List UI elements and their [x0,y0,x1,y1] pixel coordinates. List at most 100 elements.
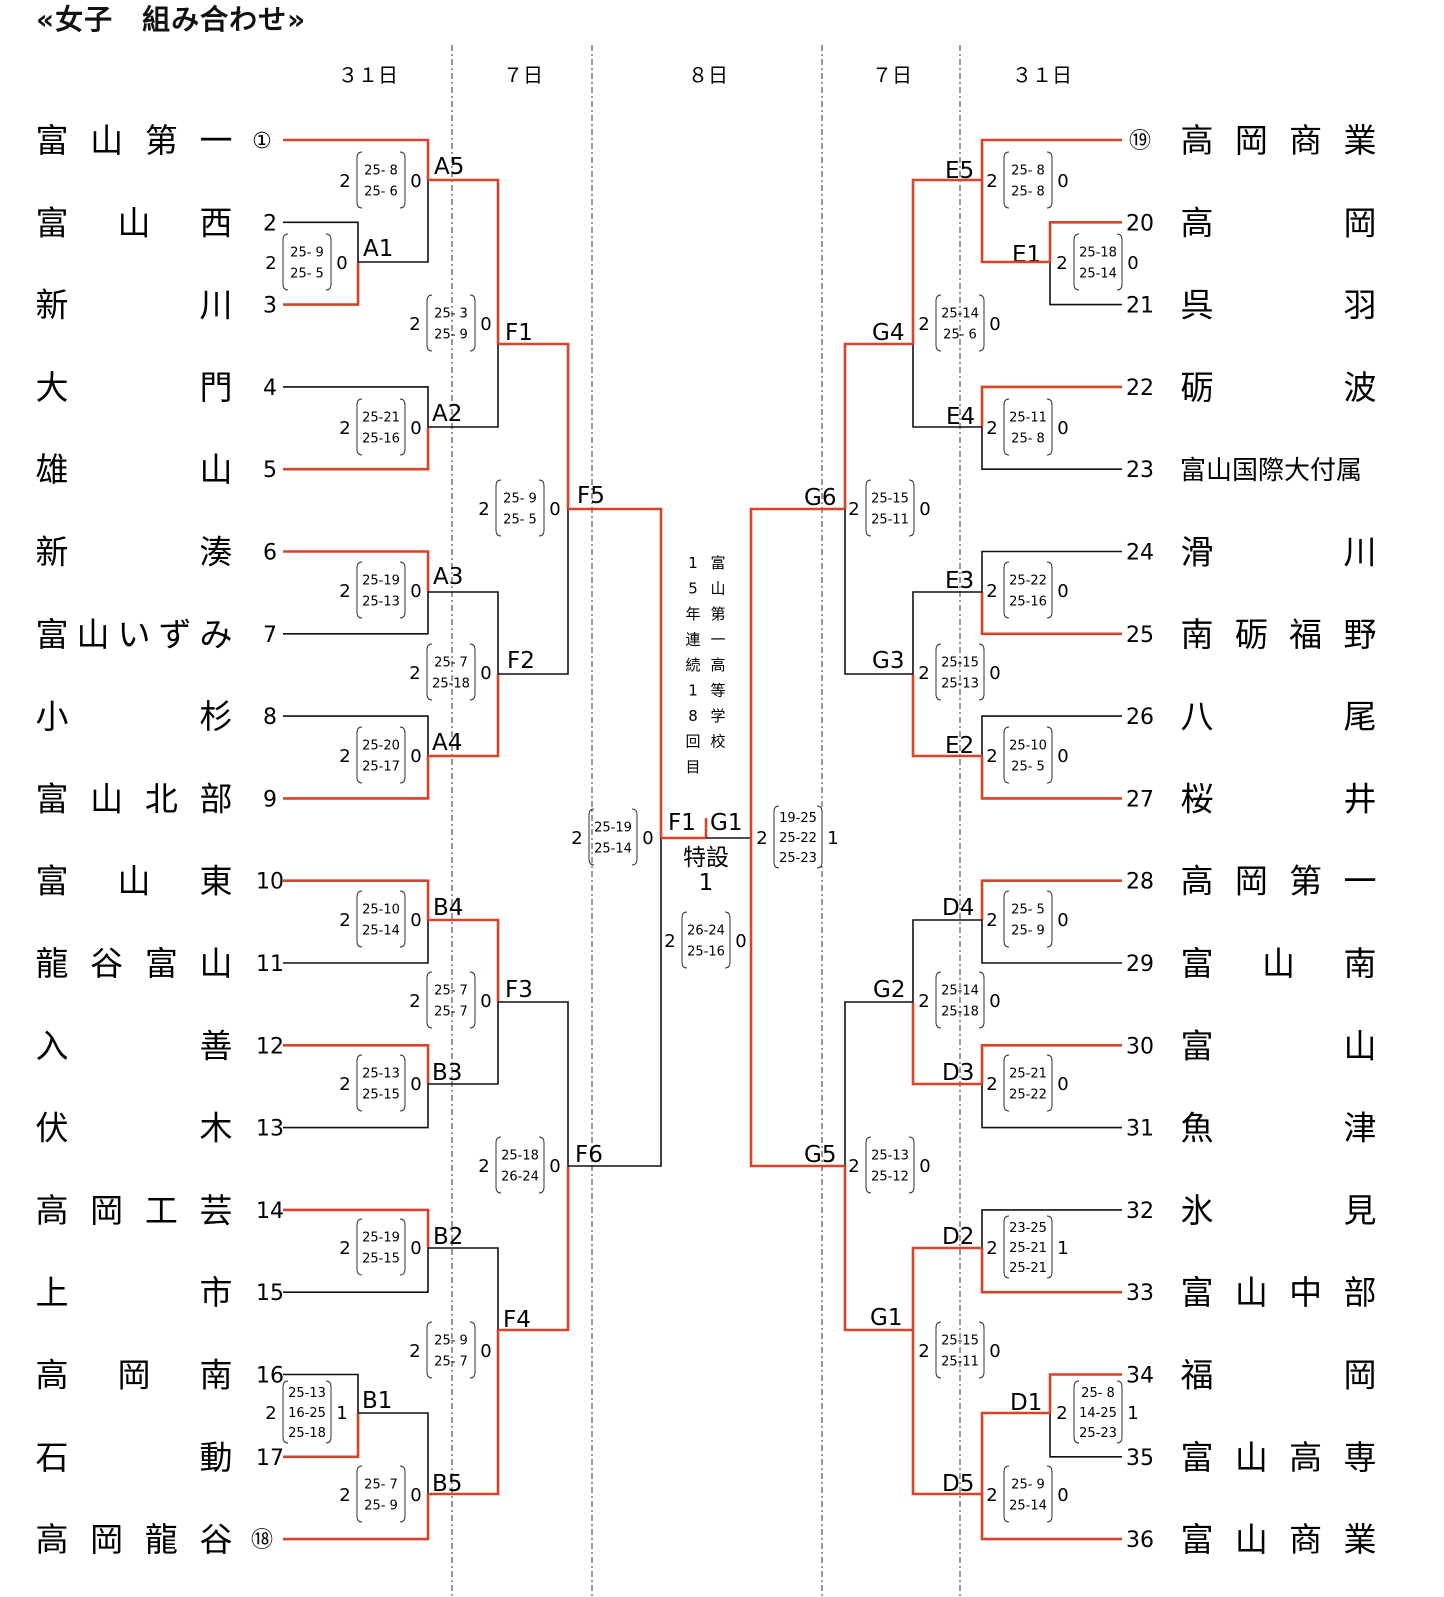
set-score: 25-14 [362,924,400,939]
team-name-char: 西 [200,203,233,242]
line-A4 [428,674,500,758]
champion-text-char: 高 [710,656,725,674]
line-right-36 [980,1494,1122,1541]
match-score-left: 2 [918,991,929,1012]
set-score: 25- 8 [1011,432,1045,447]
score-bracket-left [495,479,502,537]
node-D1: D1 [1010,1390,1042,1416]
set-score: 25-11 [871,513,909,528]
score-bracket-left [356,151,363,209]
right-team-8: 八尾 [1181,697,1377,736]
team-name-char: 岡 [1344,1356,1377,1395]
set-score: 25- 9 [434,328,468,343]
set-score: 25-18 [941,1005,979,1020]
match-score-right: 0 [410,746,421,767]
match-score-left: 2 [756,828,767,849]
line-D1 [980,1411,1050,1494]
team-name-char: 富 [36,615,69,654]
set-score: 25-21 [1009,1241,1047,1256]
score-bracket-left [935,643,942,701]
score-bracket-right [1046,151,1053,209]
set-score: 25-18 [1079,246,1117,261]
champion-text-char: 連 [685,631,700,649]
score-bracket-left [1003,1054,1010,1112]
line-right-25 [980,592,1122,636]
team-name-char: ず [159,615,192,654]
set-score: 25-13 [288,1386,326,1401]
left-seed-3: 3 [263,294,277,319]
set-score: 25- 6 [364,185,398,200]
match-score-right: 0 [410,1485,421,1506]
set-score: 25-18 [288,1426,326,1441]
set-score: 25-22 [1009,574,1047,589]
left-seed-2: 2 [263,211,277,236]
team-name-char: 岡 [1344,203,1377,242]
set-score: 25- 9 [1011,1478,1045,1493]
match-score-right: 0 [642,828,653,849]
score-bracket-right [399,151,406,209]
champion-text-char: 年 [685,605,700,623]
right-seed-8: 26 [1126,705,1154,730]
line-right-29 [981,920,1122,964]
right-seed-6: 24 [1126,541,1154,566]
set-score: 25- 9 [1011,924,1045,939]
match-score-right: 0 [1127,253,1138,274]
team-name-char: 動 [200,1438,233,1477]
left-seed-14: 14 [256,1199,284,1224]
match-score-left: 2 [339,581,350,602]
team-name-char: 砺 [1235,615,1268,654]
score-bracket-right [325,1380,332,1444]
right-team-18: 富山商業 [1181,1520,1377,1559]
match-score-left: 2 [986,171,997,192]
match-score-right: 0 [410,910,421,931]
line-right-28 [980,879,1122,920]
line-F3 [498,1001,569,1166]
set-score: 25- 5 [1011,903,1045,918]
score-bracket-left [356,1465,363,1523]
line-right-26 [981,715,1122,756]
team-name-char: 富 [1181,1273,1214,1312]
team-name-char: 滑 [1181,533,1214,572]
team-name-char: 魚 [1181,1109,1214,1148]
champion-text-char: 等 [710,682,725,700]
score-bracket-right [1116,1380,1123,1444]
set-score: 25-21 [362,411,400,426]
set-score: 25-14 [1079,267,1117,282]
score-bracket-left [1003,398,1010,456]
right-team-2: 高岡 [1181,203,1377,242]
set-score: 25-16 [687,945,725,960]
set-score: 25-13 [941,677,979,692]
node-E3: E3 [945,568,974,594]
match-score-left: 2 [918,663,929,684]
line-F5 [568,507,663,838]
match-score-right: 0 [1057,171,1068,192]
right-seed-1: ⑲ [1129,129,1151,154]
node-A3: A3 [433,564,463,590]
line-G2 [844,1001,913,1166]
line-G6 [749,507,845,838]
score-bracket-left [935,294,942,352]
team-name-char: 富 [1181,1520,1214,1559]
match-score-right: 0 [410,581,421,602]
line-right-22 [980,385,1122,427]
score-bracket-left [426,971,433,1029]
champion-text-char: 続 [685,656,700,674]
set-score: 25-23 [1079,1426,1117,1441]
line-B5 [428,1330,500,1496]
match-score-right: 0 [989,314,1000,335]
team-name-char: 富 [36,862,69,901]
score-bracket-left [773,805,780,869]
node-F1: F1 [505,320,533,346]
set-score: 25-11 [941,1355,979,1370]
left-team-4: 大門 [36,368,233,407]
set-score: 25- 6 [943,328,977,343]
right-team-10: 高岡第一 [1181,862,1377,901]
node-F4: F4 [503,1307,531,1333]
